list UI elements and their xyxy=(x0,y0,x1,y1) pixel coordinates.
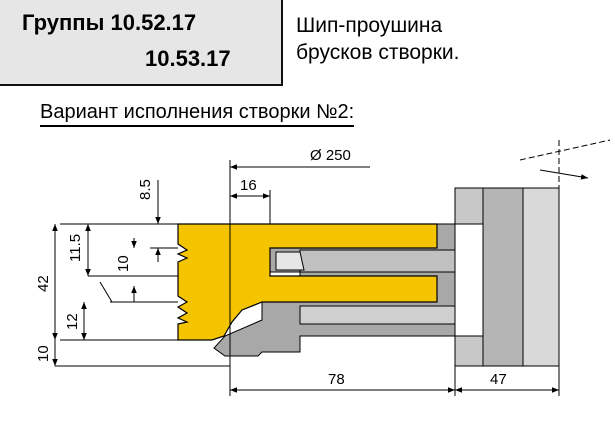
dim-42: 42 xyxy=(35,275,52,292)
dim-11-5: 11.5 xyxy=(67,234,84,262)
dim-12: 12 xyxy=(64,313,81,330)
group-box: Группы 10.52.17 10.53.17 xyxy=(0,0,283,86)
groups-label-line1: Группы 10.52.17 xyxy=(22,10,197,35)
cutter-flange-top xyxy=(454,187,484,225)
dim-16: 16 xyxy=(240,177,257,194)
dim-10-lower: 10 xyxy=(35,345,52,362)
variant-title: Вариант исполнения створки №2: xyxy=(40,100,355,127)
cutter-slot-lower xyxy=(299,305,456,325)
dim-diameter: Ø 250 xyxy=(310,147,351,164)
groups-label-line2: 10.53.17 xyxy=(145,46,231,71)
dim-78: 78 xyxy=(328,371,345,388)
dim-47: 47 xyxy=(490,371,507,388)
cutter-spindle xyxy=(522,187,560,367)
wood-profile xyxy=(176,223,438,341)
dim-8-5: 8.5 xyxy=(137,179,154,200)
cutter-hub xyxy=(482,187,524,367)
part-title-line2: брусков створки. xyxy=(296,41,460,64)
part-title-line1: Шип-проушина xyxy=(296,14,443,37)
wood-workpiece xyxy=(176,223,438,341)
dim-10-upper: 10 xyxy=(115,255,132,272)
cutter-flange-bottom xyxy=(454,335,484,367)
cutter-inner-blade xyxy=(275,251,305,271)
cutter-slot-upper xyxy=(299,249,456,273)
part-title: Шип-проушина брусков створки. xyxy=(296,12,459,66)
